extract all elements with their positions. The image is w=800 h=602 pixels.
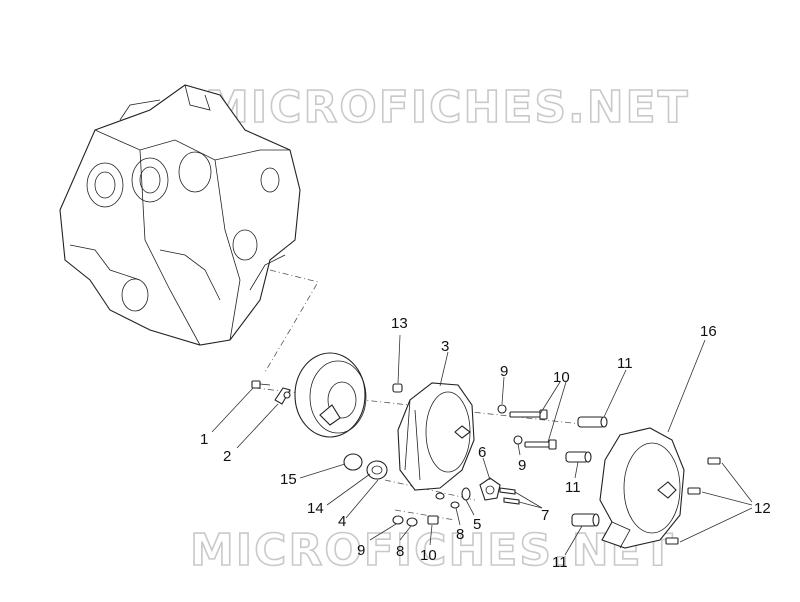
part-bracket-2 — [274, 387, 291, 405]
callout-9-bottom: 9 — [357, 542, 365, 559]
part-cover-3 — [397, 382, 475, 491]
callout-11-middle: 11 — [565, 479, 581, 496]
part-bolt-10-upper — [509, 409, 548, 420]
callout-12: 12 — [754, 500, 771, 517]
callout-11-top: 11 — [617, 355, 633, 372]
part-o-ring-5 — [461, 487, 471, 501]
part-bolt-10-lower — [427, 515, 439, 525]
part-spacer-11-top — [577, 416, 608, 428]
part-washer-9-middle — [513, 435, 523, 445]
part-elbow-fitting-6 — [479, 477, 501, 501]
part-circlip-15 — [343, 453, 363, 471]
callout-13: 13 — [391, 315, 408, 332]
callout-14: 14 — [307, 500, 324, 517]
part-washer-9-lower — [392, 515, 404, 525]
callout-labels: 1 2 3 4 5 6 7 8 8 9 9 9 10 10 11 11 11 1… — [200, 315, 771, 571]
callout-16: 16 — [700, 323, 717, 340]
part-outer-cover-16 — [599, 427, 685, 549]
callout-9-top: 9 — [500, 363, 508, 380]
callout-11-bottom: 11 — [552, 554, 568, 571]
part-screw-1 — [251, 380, 271, 389]
callout-2: 2 — [223, 448, 231, 465]
callout-leader-lines — [211, 334, 753, 556]
callout-6: 6 — [478, 444, 486, 461]
part-washer-8-right-b — [450, 501, 460, 509]
part-spacer-11-bottom — [571, 513, 600, 527]
watermark-top: MICROFICHES.NET — [205, 82, 690, 133]
part-washer-8-left — [406, 517, 418, 527]
callout-15: 15 — [280, 471, 297, 488]
part-screws-12 — [665, 457, 721, 545]
callout-1: 1 — [200, 431, 208, 448]
callout-3: 3 — [441, 338, 449, 355]
callout-10-top: 10 — [553, 369, 570, 386]
callout-9-middle: 9 — [518, 457, 526, 474]
part-bolt-10-middle — [524, 439, 557, 450]
callout-5: 5 — [473, 516, 481, 533]
part-washer-9-upper — [497, 404, 507, 414]
part-screws-7 — [499, 487, 520, 505]
part-dowel-pin-13 — [392, 383, 403, 393]
callout-8-left: 8 — [396, 543, 404, 560]
part-flywheel-rotor — [294, 352, 367, 438]
part-spacer-11-middle — [565, 451, 592, 463]
part-seal-14 — [366, 460, 388, 480]
callout-7: 7 — [541, 507, 549, 524]
part-washer-8-right — [435, 492, 445, 500]
callout-8-right: 8 — [456, 526, 464, 543]
callout-10-bottom: 10 — [420, 547, 437, 564]
callout-4: 4 — [338, 513, 346, 530]
engine-crankcase — [59, 84, 301, 346]
